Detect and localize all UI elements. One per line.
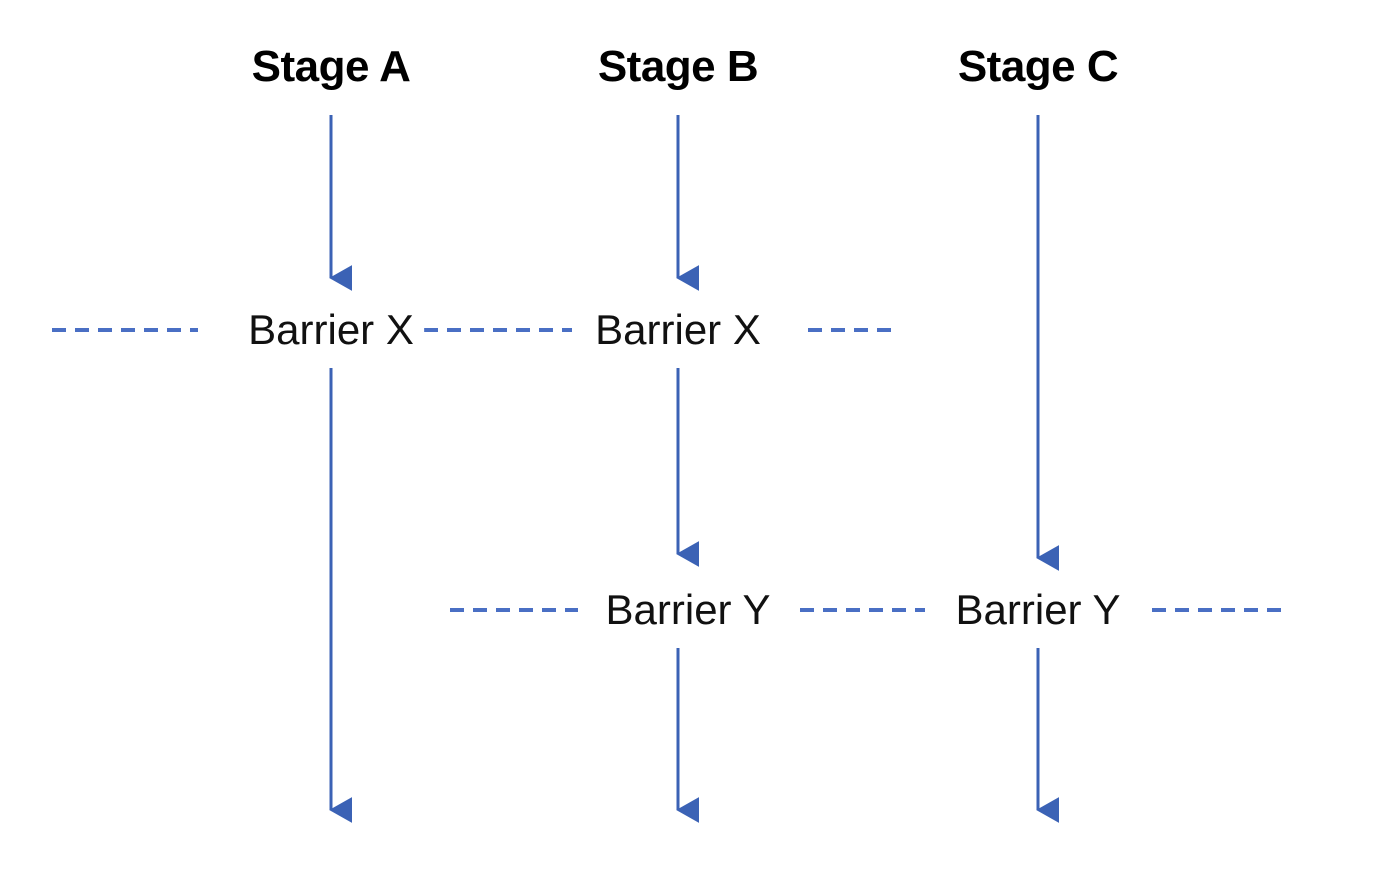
barrier-dash-group bbox=[52, 328, 1283, 612]
stage-title-b: Stage B bbox=[597, 42, 759, 91]
arrow-group bbox=[329, 115, 1059, 823]
barrier-x-label-stage-a: Barrier X bbox=[238, 309, 424, 351]
stage-title-a: Stage A bbox=[251, 42, 411, 91]
stage-title-c: Stage C bbox=[957, 42, 1119, 91]
barrier-y-label-stage-b: Barrier Y bbox=[595, 589, 781, 631]
barrier-y-label-stage-c: Barrier Y bbox=[945, 589, 1131, 631]
barrier-x-label-stage-b: Barrier X bbox=[585, 309, 771, 351]
